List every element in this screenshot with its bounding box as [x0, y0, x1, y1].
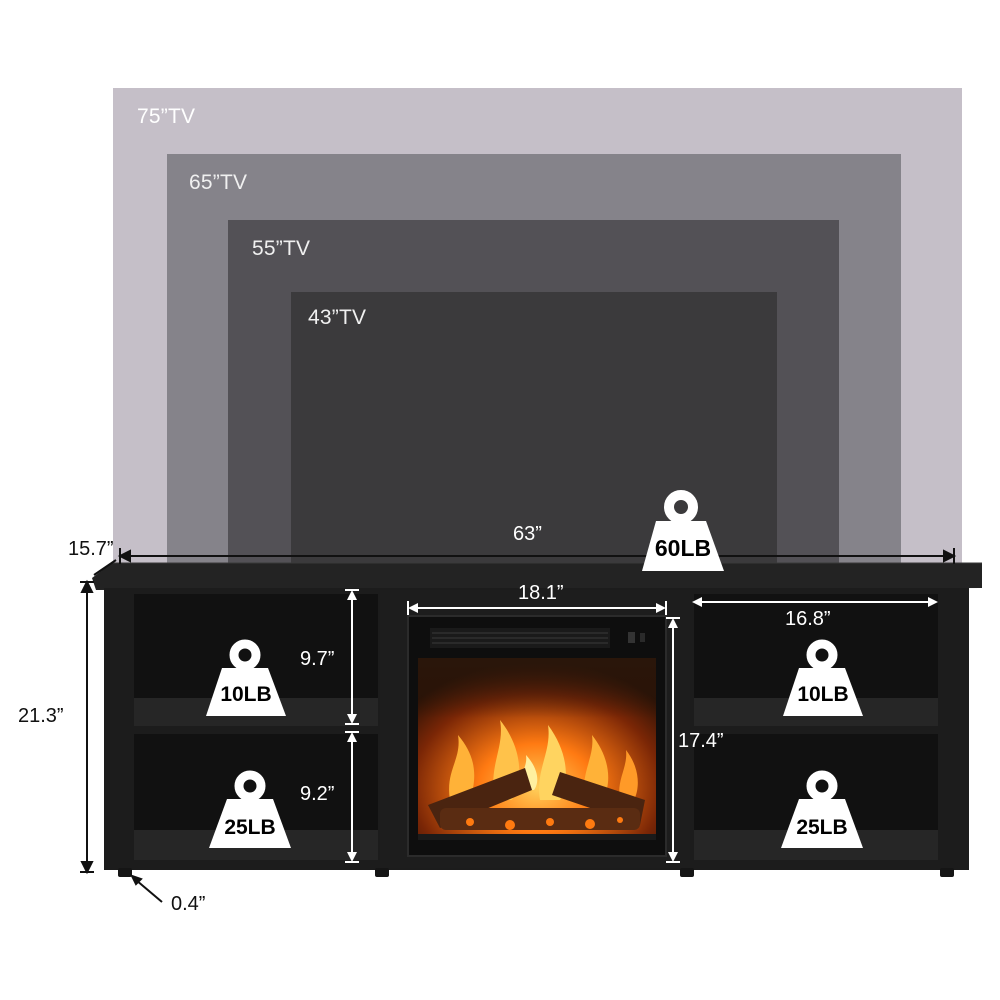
- depth-arrow: [93, 559, 117, 576]
- logs: [428, 768, 645, 830]
- height-label: 21.3”: [18, 705, 64, 727]
- weight-left-lower-label: 25LB: [224, 816, 275, 839]
- tv-55-label: 55”TV: [252, 237, 311, 260]
- foot-right: [940, 868, 954, 877]
- tv-65-label: 65”TV: [189, 171, 248, 194]
- tv-75-label: 75”TV: [137, 105, 196, 128]
- fireplace-height-label: 17.4”: [678, 730, 724, 752]
- depth-label: 15.7”: [68, 538, 114, 560]
- foot-height-label: 0.4”: [171, 893, 206, 915]
- cabinet-top: [92, 563, 982, 590]
- shelf-width-label: 16.8”: [785, 608, 831, 630]
- tv-43-label: 43”TV: [308, 306, 367, 329]
- weight-left-upper-label: 10LB: [220, 683, 271, 706]
- weight-icon-right-upper: 10LB: [783, 639, 863, 716]
- fireplace-power-switch: [628, 632, 635, 643]
- weight-icon-top: 60LB: [642, 490, 724, 571]
- weight-icon-right-lower: 25LB: [781, 770, 863, 848]
- foot-left: [118, 868, 132, 877]
- foot-mid-right: [680, 868, 694, 877]
- fireplace-width-label: 18.1”: [518, 582, 564, 604]
- weight-top-label: 60LB: [655, 535, 711, 561]
- weight-icon-left-upper: 10LB: [206, 639, 286, 716]
- weight-right-upper-label: 10LB: [797, 683, 848, 706]
- weight-right-lower-label: 25LB: [796, 816, 847, 839]
- weight-icon-left-lower: 25LB: [209, 770, 291, 848]
- foot-arrow: [135, 879, 163, 903]
- foot-mid-left: [375, 868, 389, 877]
- overall-width-label: 63”: [513, 523, 542, 545]
- upper-shelf-height-label: 9.7”: [300, 648, 335, 670]
- lower-shelf-height-label: 9.2”: [300, 783, 335, 805]
